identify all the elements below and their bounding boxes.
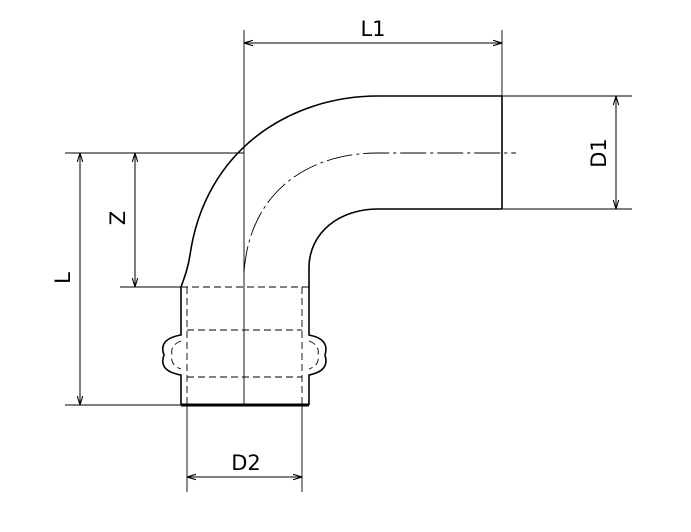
d1-label: D1 [587,138,611,168]
extension-lines [65,30,632,492]
socket-left-wall [162,287,182,405]
bend-centerline [243,152,516,273]
l1-label: L1 [360,17,385,41]
outer-bend-wall [180,95,502,288]
d2-label: D2 [231,451,261,475]
center-lines [243,152,516,405]
elbow-body [162,95,503,407]
socket-right-wall [308,287,327,405]
oring-groove-right-hidden [308,340,319,370]
dimension-lines [80,43,616,477]
z-label: Z [106,211,130,225]
hidden-lines [171,286,319,405]
l-label: L [51,272,75,284]
oring-groove-left-hidden [171,340,182,370]
inner-bend-wall [308,208,502,287]
